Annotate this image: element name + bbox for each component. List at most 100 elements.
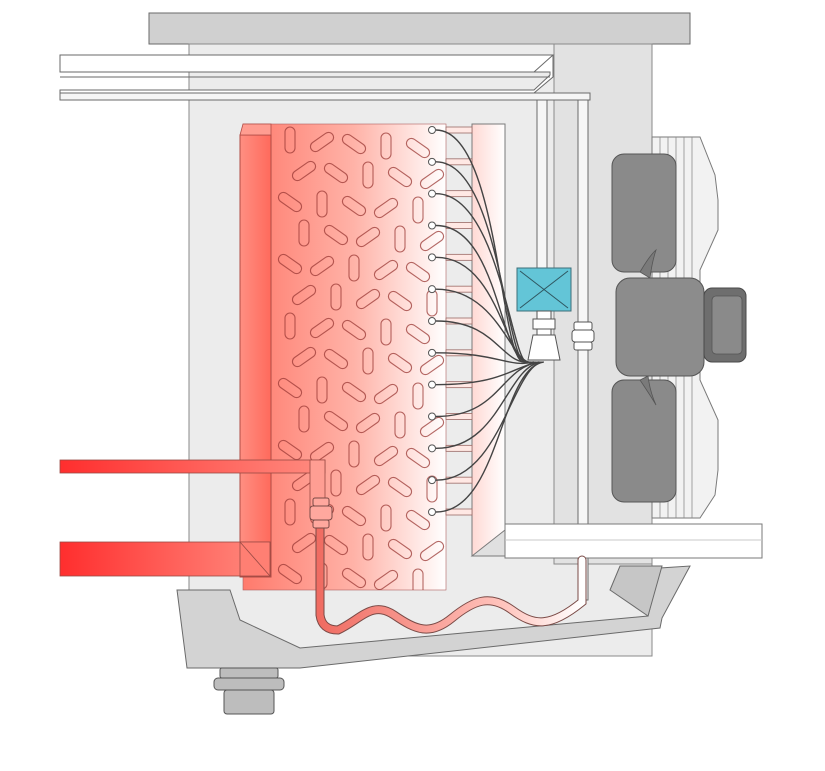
hot-gas-lines (59, 459, 326, 577)
fin-slot (362, 347, 374, 375)
refrigerant-lines-top (59, 54, 591, 101)
fin-slot (380, 132, 392, 160)
distributor-tube (435, 192, 529, 363)
expansion-valve (516, 267, 572, 361)
fin-slot (380, 318, 392, 346)
fin-slot (298, 405, 310, 433)
tube-end (428, 380, 436, 389)
fin-slot (394, 411, 406, 439)
tube-stub (445, 222, 473, 229)
drain-heater-tube-inner (316, 516, 586, 634)
fin-slot (380, 504, 392, 532)
fin-slot (419, 230, 445, 252)
fin-slot (419, 168, 445, 190)
fin-slot (355, 288, 381, 310)
distributor-tube (435, 352, 536, 365)
fin-slot (405, 323, 431, 345)
left-header (239, 134, 272, 578)
fin-slot (387, 538, 413, 560)
fin-slot (341, 195, 367, 217)
fin-slot (309, 255, 335, 277)
fin-slot (284, 126, 296, 154)
fin-slot (298, 219, 310, 247)
fin-slot (419, 540, 445, 562)
fin-slot (284, 498, 296, 526)
fin-slot (419, 354, 445, 376)
fin-slot (309, 441, 335, 463)
tube-return-bends (428, 126, 473, 516)
fin-slot (341, 567, 367, 589)
fin-slot (277, 253, 303, 275)
fin-slot (405, 447, 431, 469)
tube-stub (445, 508, 473, 516)
drain-pan (176, 565, 691, 669)
tube-stub (445, 444, 473, 452)
fan-blade-bottom (611, 379, 677, 503)
tube-end (428, 285, 436, 294)
fin-slot (291, 284, 317, 306)
fin-slots (277, 126, 445, 590)
fin-slot (355, 412, 381, 434)
tube-end (428, 412, 436, 421)
fin-slot (426, 475, 438, 503)
fin-slot (355, 474, 381, 496)
heat-exchanger-fins (242, 123, 447, 591)
fin-slot (412, 382, 424, 410)
tube-end (428, 348, 436, 357)
fin-slot (330, 283, 342, 311)
distributor-tube (435, 361, 540, 418)
fin-slot (412, 568, 424, 590)
liquid-line-fitting (571, 321, 595, 351)
fin-slot (405, 261, 431, 283)
fin-slot (373, 259, 399, 281)
fin-slot (330, 469, 342, 497)
coil-frame (471, 123, 506, 557)
fin-slot (412, 196, 424, 224)
fin-slot (341, 505, 367, 527)
fin-slot (348, 254, 360, 282)
tube-stub (445, 476, 473, 484)
fin-slot (341, 381, 367, 403)
fin-slot (373, 445, 399, 467)
fin-slot (323, 410, 349, 432)
fin-slot (387, 352, 413, 374)
fin-slot (387, 290, 413, 312)
fin-slot (362, 533, 374, 561)
tube-stub (445, 285, 473, 293)
drain-line-fitting (309, 497, 333, 529)
fin-slot (362, 161, 374, 189)
fin-slot (348, 440, 360, 468)
fin-slot (277, 191, 303, 213)
fin-slot (355, 226, 381, 248)
tube-end (428, 444, 436, 453)
tube-stub (445, 190, 473, 198)
fin-slot (291, 532, 317, 554)
fin-slot (323, 162, 349, 184)
fin-slot (284, 312, 296, 340)
left-header-top (239, 123, 272, 136)
tube-stub (445, 253, 473, 261)
fin-slot (373, 383, 399, 405)
fin-slot (277, 377, 303, 399)
fin-slot (405, 509, 431, 531)
fin-slot (323, 224, 349, 246)
fin-slot (419, 416, 445, 438)
tube-end (428, 126, 436, 134)
fin-slot (387, 476, 413, 498)
fin-slot (394, 225, 406, 253)
drain-outlet-fitting (213, 667, 285, 715)
tube-end (428, 317, 436, 325)
fin-slot (277, 563, 303, 585)
fan-blade-top (611, 153, 677, 273)
outlet-pipe-right (504, 523, 763, 559)
distributor-tubes (435, 129, 544, 513)
fin-slot (316, 376, 328, 404)
tube-end (428, 189, 436, 198)
distributor-tube (435, 288, 533, 363)
tube-end (428, 508, 436, 516)
tube-end (428, 221, 436, 230)
tube-end (428, 476, 436, 485)
fin-slot (341, 319, 367, 341)
